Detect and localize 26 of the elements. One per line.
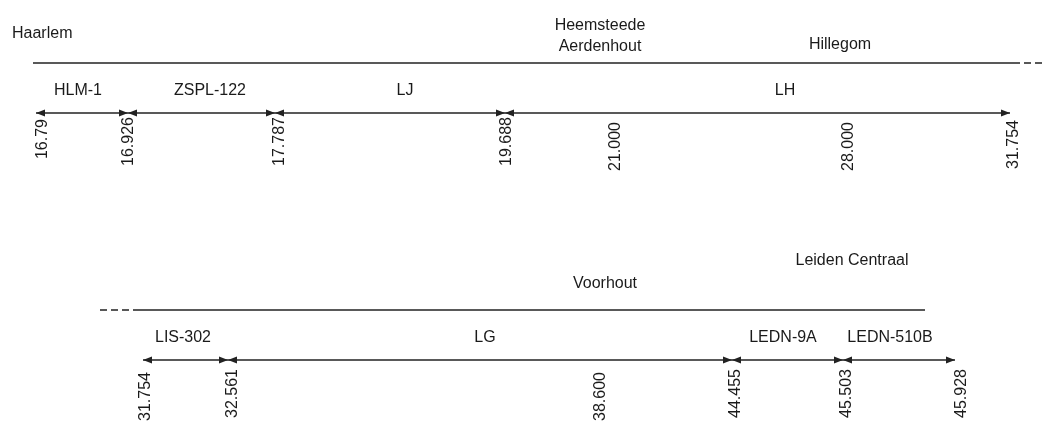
section-label: LG — [474, 327, 496, 347]
kilometre-value: 31.754 — [137, 372, 153, 421]
section-label: LEDN-9A — [749, 327, 817, 347]
station-name: Leiden Centraal — [794, 250, 910, 270]
kilometre-value: 16.79 — [34, 119, 50, 160]
section-label: HLM-1 — [54, 80, 102, 100]
section-label: LJ — [396, 80, 414, 100]
kilometre-value: 45.503 — [838, 369, 854, 418]
section-label: LIS-302 — [155, 327, 211, 347]
kilometre-value: 28.000 — [840, 122, 856, 171]
kilometre-value: 19.688 — [498, 117, 514, 166]
kilometre-value: 31.754 — [1005, 120, 1021, 169]
station-name: Voorhout — [572, 273, 638, 293]
section-label: ZSPL-122 — [174, 80, 246, 100]
station-name: Heemsteede Aerdenhout — [553, 15, 647, 56]
section-label: LEDN-510B — [847, 327, 933, 347]
station-name: Haarlem — [12, 23, 73, 43]
kilometre-value: 45.928 — [953, 369, 969, 418]
kilometre-value: 32.561 — [224, 369, 240, 418]
kilometre-value: 38.600 — [592, 372, 608, 421]
station-name: Hillegom — [808, 34, 872, 54]
kilometre-value: 16.926 — [120, 117, 136, 166]
section-label: LH — [774, 80, 796, 100]
kilometre-value: 17.787 — [271, 117, 287, 166]
kilometre-value: 44.455 — [727, 369, 743, 418]
kilometre-value: 21.000 — [607, 122, 623, 171]
